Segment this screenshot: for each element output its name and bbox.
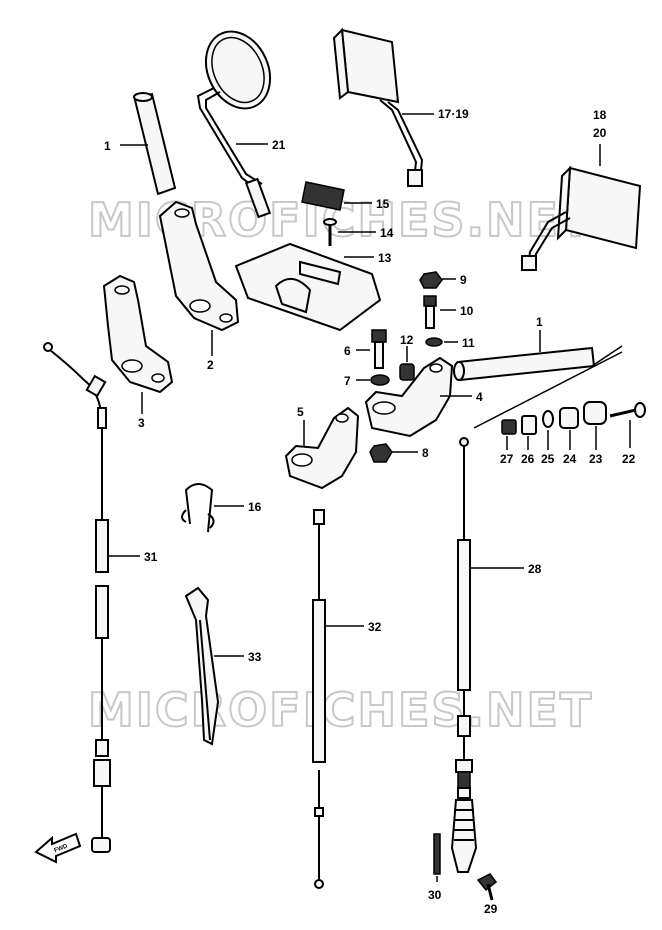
- label-32: 32: [368, 620, 382, 634]
- part-25: [542, 410, 554, 428]
- handlebar-right[interactable]: [453, 346, 596, 382]
- handle-holder-lower-left[interactable]: [102, 274, 174, 394]
- label-17-19: 17·19: [438, 107, 469, 121]
- label-22: 22: [622, 452, 636, 466]
- screw-29[interactable]: [476, 873, 498, 901]
- part-26: [521, 415, 537, 435]
- label-3: 3: [138, 416, 145, 430]
- screw-14[interactable]: [323, 218, 337, 246]
- washer-7[interactable]: [370, 374, 390, 386]
- label-6: 6: [344, 344, 351, 358]
- strap-33[interactable]: [184, 586, 220, 746]
- bolt-10[interactable]: [423, 295, 437, 329]
- label-1-left: 1: [104, 139, 111, 153]
- nut-8[interactable]: [369, 443, 393, 463]
- label-30: 30: [428, 888, 442, 902]
- forward-arrow-icon: FWD: [34, 832, 82, 864]
- forward-label: FWD: [54, 843, 70, 854]
- throttle-cable-28[interactable]: [450, 437, 478, 873]
- washer-11[interactable]: [425, 337, 443, 347]
- watermark-bottom: MICROFICHES.NET: [88, 683, 593, 737]
- part-23: [583, 401, 607, 425]
- label-23: 23: [589, 452, 603, 466]
- label-1-right: 1: [536, 315, 543, 329]
- label-29: 29: [484, 902, 498, 916]
- label-11: 11: [462, 336, 475, 350]
- label-27: 27: [500, 452, 514, 466]
- label-31: 31: [144, 550, 158, 564]
- label-16: 16: [248, 500, 262, 514]
- label-10: 10: [460, 304, 474, 318]
- throttle-parts[interactable]: [501, 401, 646, 435]
- label-5: 5: [297, 405, 304, 419]
- clamp-16[interactable]: [181, 483, 215, 533]
- part-24: [559, 407, 579, 429]
- pin-30[interactable]: [433, 833, 441, 875]
- mirror-right[interactable]: [521, 165, 642, 271]
- label-4: 4: [476, 390, 483, 404]
- handle-holder-right[interactable]: [364, 356, 454, 438]
- collar-12[interactable]: [399, 363, 415, 381]
- mirror-left[interactable]: [194, 21, 282, 219]
- label-7: 7: [344, 374, 351, 388]
- throttle-cable-32[interactable]: [312, 509, 326, 889]
- label-14: 14: [380, 226, 394, 240]
- part-22-head: [634, 402, 646, 418]
- label-12: 12: [400, 333, 414, 347]
- label-9: 9: [460, 273, 467, 287]
- label-21: 21: [272, 138, 286, 152]
- label-13: 13: [378, 251, 392, 265]
- label-2: 2: [207, 358, 214, 372]
- bolt-6[interactable]: [371, 329, 387, 369]
- handle-holder-upper-left[interactable]: [158, 200, 240, 332]
- clutch-cable[interactable]: [43, 342, 111, 853]
- part-27: [501, 419, 517, 435]
- handle-holder-lower-right[interactable]: [284, 406, 360, 490]
- label-33: 33: [248, 650, 262, 664]
- label-15: 15: [376, 197, 390, 211]
- label-26: 26: [521, 452, 535, 466]
- emblem[interactable]: [301, 181, 345, 211]
- label-28: 28: [528, 562, 542, 576]
- handlebar-cover[interactable]: [234, 242, 382, 332]
- label-25: 25: [541, 452, 555, 466]
- label-8: 8: [422, 446, 429, 460]
- label-18: 18: [593, 108, 607, 122]
- handlebar-left[interactable]: [133, 92, 177, 196]
- mirror-upper-right[interactable]: [332, 27, 424, 187]
- label-20: 20: [593, 126, 607, 140]
- label-24: 24: [563, 452, 577, 466]
- nut-9[interactable]: [419, 271, 443, 289]
